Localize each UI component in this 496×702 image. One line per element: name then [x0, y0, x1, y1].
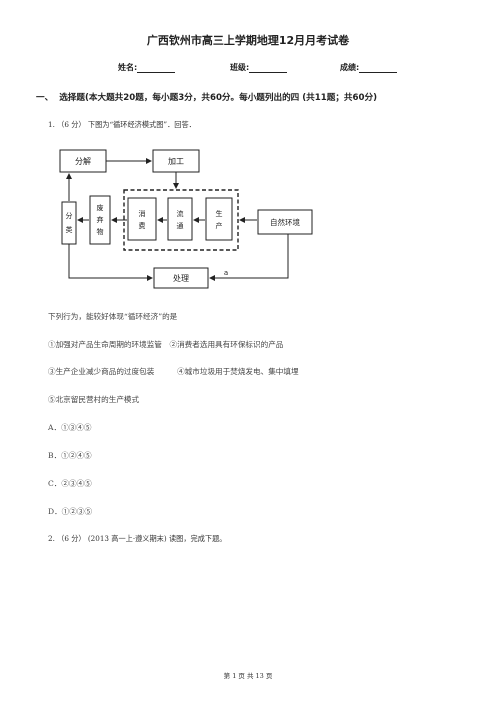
question-1-stem: 1. （6 分） 下图为“循环经济模式图”．回答．	[48, 120, 196, 130]
circular-economy-diagram: 分解 加工 分 类 废 弃 物 消 费 流 通 生 产 自然环境 处理 a	[59, 149, 313, 289]
nature-label: 自然环境	[270, 217, 300, 227]
question-1-number: 1.	[48, 120, 55, 129]
waste-label-3: 物	[97, 227, 104, 236]
class-field: 班级:	[230, 62, 288, 73]
question-1-points: （6 分）	[57, 120, 86, 129]
option-a[interactable]: A．①③④⑤	[48, 423, 92, 432]
treat-box	[153, 267, 209, 289]
waste-label-1: 废	[97, 203, 104, 212]
statement-line-1: ①加强对产品生命周期的环境监管 ②消费者选用具有环保标识的产品	[48, 340, 284, 349]
score-field: 成绩:	[340, 62, 398, 73]
option-d[interactable]: D．①②③⑤	[48, 507, 93, 516]
name-field: 姓名:	[118, 62, 176, 73]
page-footer: 第 1 页 共 13 页	[223, 672, 273, 680]
nature-box	[257, 209, 313, 235]
produce-label-2: 产	[216, 221, 223, 230]
option-c[interactable]: C．②③④⑤	[48, 479, 92, 488]
consume-box	[127, 197, 157, 241]
option-b[interactable]: B．①②④⑤	[48, 451, 92, 460]
classify-box	[61, 201, 77, 245]
statement-line-3: ⑤北京留民营村的生产模式	[48, 395, 140, 404]
consume-label-2: 费	[139, 221, 146, 230]
waste-label-2: 弃	[97, 215, 104, 224]
process-label: 加工	[168, 156, 184, 166]
circulate-label-1: 流	[177, 209, 184, 218]
waste-box	[89, 195, 111, 245]
section-text: 选择题(本大题共20题，每小题3分，共60分。每小题列出的四 (共11题；共60…	[59, 93, 377, 103]
consume-label-1: 消	[139, 209, 146, 218]
section-heading: 一、 选择题(本大题共20题，每小题3分，共60分。每小题列出的四 (共11题；…	[36, 91, 377, 103]
section-number: 一、	[36, 93, 54, 103]
page-title: 广西钦州市高三上学期地理12月月考试卷	[146, 34, 350, 47]
dashed-group	[123, 189, 239, 251]
circulate-label-2: 通	[177, 221, 184, 230]
circulate-box	[167, 197, 193, 241]
score-label: 成绩:	[340, 63, 360, 72]
arrow-a-label: a	[224, 269, 228, 277]
question-2-stem: 2. （6 分） (2013 高一上·遵义期末) 读图，完成下题。	[48, 534, 226, 544]
class-blank	[249, 64, 288, 73]
question-1-prompt: 下列行为，能较好体现“循环经济”的是	[48, 312, 178, 321]
name-blank	[137, 64, 176, 73]
score-blank	[359, 64, 398, 73]
classify-label-2: 类	[66, 225, 73, 234]
question-1-text: 下图为“循环经济模式图”．回答．	[87, 120, 196, 129]
question-2-text: (2013 高一上·遵义期末) 读图，完成下题。	[87, 534, 227, 543]
name-label: 姓名:	[118, 63, 138, 72]
decompose-label: 分解	[75, 156, 91, 166]
produce-label-1: 生	[216, 209, 223, 218]
produce-box	[205, 197, 233, 241]
classify-label-1: 分	[66, 211, 73, 220]
statement-line-2: ③生产企业减少商品的过度包装 ④城市垃圾用于焚烧发电、集中填埋	[48, 367, 299, 376]
treat-label: 处理	[173, 273, 189, 283]
question-2-points: （6 分）	[57, 534, 86, 543]
question-2-number: 2.	[48, 534, 55, 543]
class-label: 班级:	[230, 63, 250, 72]
